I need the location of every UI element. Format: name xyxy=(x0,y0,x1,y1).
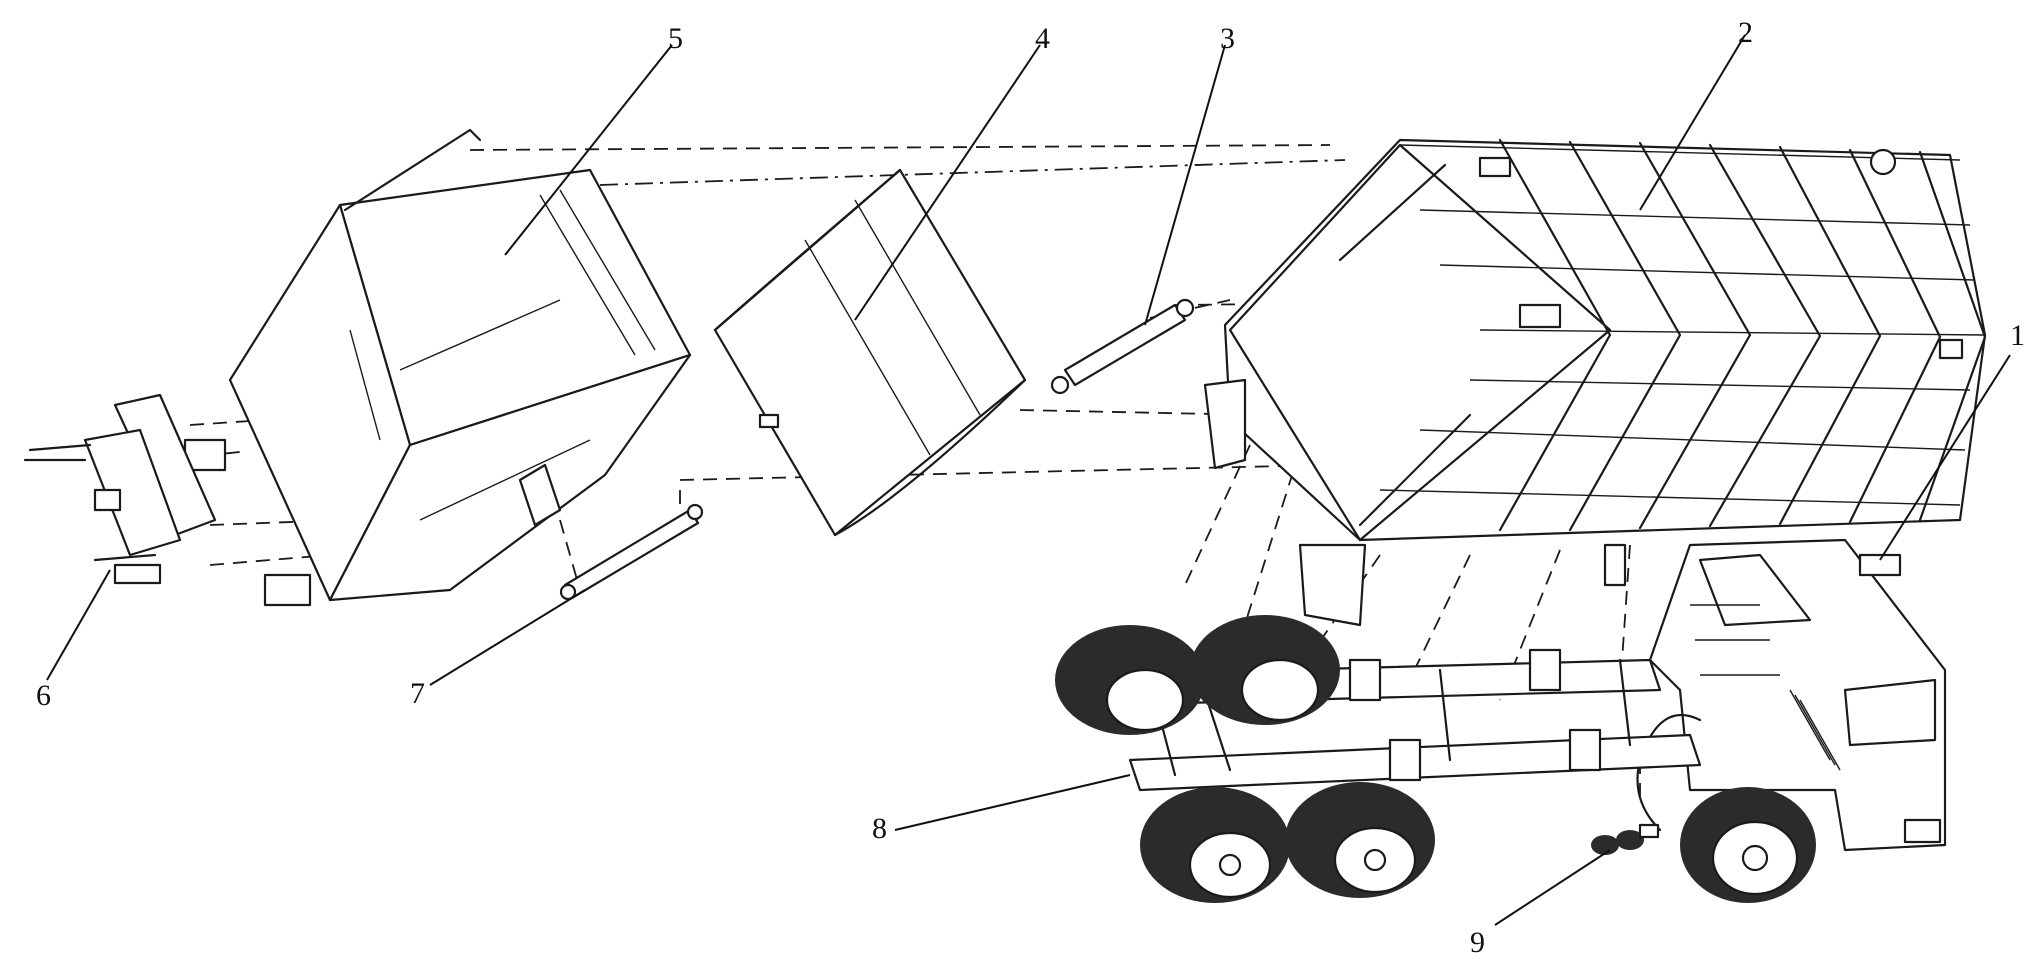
hydraulic-cylinder-right xyxy=(1050,298,1195,395)
bin-lifter xyxy=(23,393,217,585)
callout-labels: 1 2 3 4 5 6 7 8 9 xyxy=(36,16,2025,959)
push-plate xyxy=(713,168,1027,537)
rear-wheels-upper xyxy=(1055,615,1340,735)
compactor-body xyxy=(1203,138,1987,627)
tailgate-assembly xyxy=(183,128,692,607)
hydraulic-cylinder-lower xyxy=(559,503,704,601)
truck-cab xyxy=(1636,538,1947,852)
callout-9: 9 xyxy=(1470,926,1485,959)
callout-3: 3 xyxy=(1220,22,1235,55)
callout-4: 4 xyxy=(1035,22,1050,55)
rear-wheels-lower xyxy=(1140,782,1435,903)
leader-lines xyxy=(46,34,2011,926)
callout-8: 8 xyxy=(872,812,887,845)
front-wheel xyxy=(1680,787,1816,903)
callout-6: 6 xyxy=(36,679,51,712)
callout-5: 5 xyxy=(668,22,683,55)
callout-1: 1 xyxy=(2010,319,2025,352)
hydraulic-pump xyxy=(1591,823,1660,855)
callout-7: 7 xyxy=(410,677,425,710)
callout-2: 2 xyxy=(1738,16,1753,49)
